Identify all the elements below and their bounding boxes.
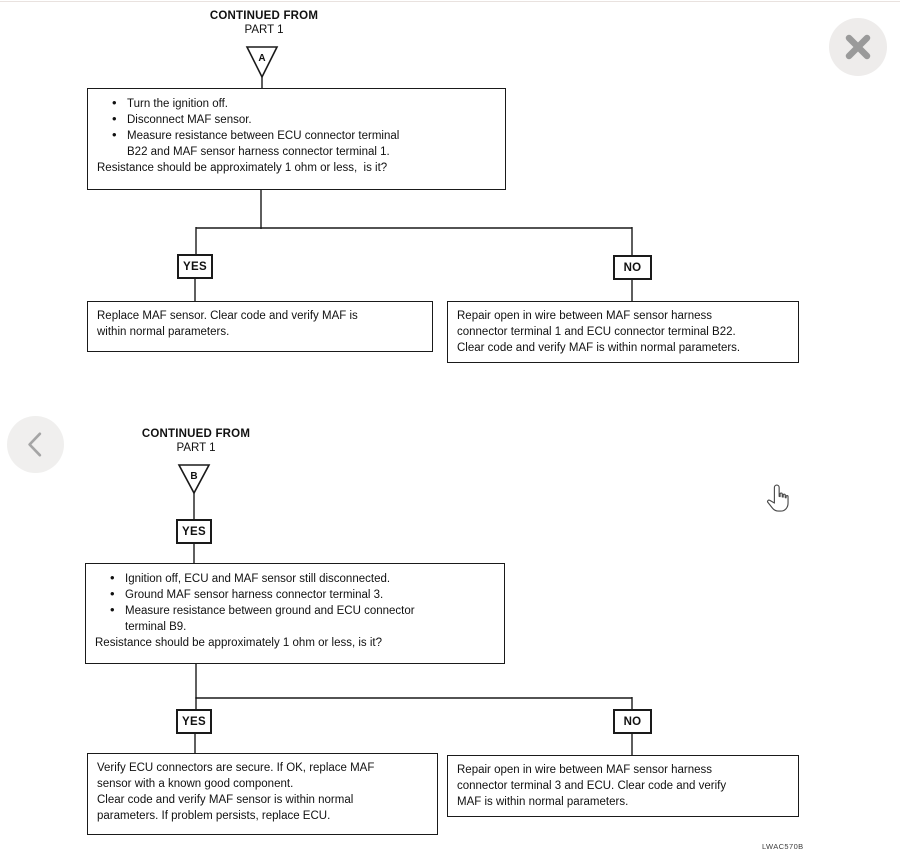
continued-from-line2: PART 1 [244, 24, 284, 36]
bullet-item: Ignition off, ECU and MAF sensor still d… [108, 570, 496, 587]
yes-label: YES [182, 715, 206, 728]
bullet-item: Ground MAF sensor harness connector term… [108, 586, 496, 603]
bullet-item: Turn the ignition off. [110, 95, 497, 112]
yes-label: YES [182, 525, 206, 538]
bullet-list: Ignition off, ECU and MAF sensor still d… [108, 570, 496, 635]
off-page-connector-b [177, 464, 211, 495]
continued-from-line1: CONTINUED FROM [209, 10, 319, 22]
close-icon [845, 34, 871, 60]
no-label: NO [623, 261, 642, 274]
bullet-item: Disconnect MAF sensor. [110, 111, 497, 128]
yes-outcome-box-1: Replace MAF sensor. Clear code and verif… [87, 301, 433, 352]
no-label-box: NO [613, 709, 652, 734]
off-page-connector-a [245, 46, 279, 79]
yes-label: YES [183, 260, 207, 273]
diagram-reference-code: LWAC570B [762, 842, 804, 851]
bullet-item: Measure resistance between ECU connector… [110, 127, 497, 160]
no-outcome-box-2: Repair open in wire between MAF sensor h… [447, 755, 799, 817]
bullet-item: Measure resistance between ground and EC… [108, 602, 496, 635]
hand-pointer-cursor [764, 483, 791, 519]
entry-yes-label-box: YES [176, 519, 212, 544]
no-label-box: NO [613, 255, 652, 280]
close-button[interactable] [829, 18, 887, 76]
yes-label-box: YES [176, 709, 212, 734]
yes-label-box: YES [177, 254, 213, 279]
hand-pointer-icon [766, 484, 789, 512]
no-label: NO [623, 715, 642, 728]
no-outcome-box-1: Repair open in wire between MAF sensor h… [447, 301, 799, 363]
previous-page-button[interactable] [7, 416, 64, 473]
top-edge-divider [0, 1, 900, 2]
chevron-left-icon [28, 432, 42, 457]
yes-outcome-box-2: Verify ECU connectors are secure. If OK,… [87, 753, 438, 835]
decision-question: Resistance should be approximately 1 ohm… [95, 637, 383, 649]
continued-from-label: CONTINUED FROM PART 1 [106, 428, 286, 454]
decision-box-2: Ignition off, ECU and MAF sensor still d… [85, 563, 505, 664]
continued-from-line1: CONTINUED FROM [141, 428, 251, 440]
decision-question: Resistance should be approximately 1 ohm… [97, 162, 388, 174]
continued-from-label: CONTINUED FROM PART 1 [174, 10, 354, 36]
connector-letter: B [190, 471, 197, 482]
decision-box-1: Turn the ignition off. Disconnect MAF se… [87, 88, 506, 190]
bullet-list: Turn the ignition off. Disconnect MAF se… [110, 95, 497, 160]
continued-from-line2: PART 1 [176, 442, 216, 454]
connector-letter: A [258, 53, 265, 64]
